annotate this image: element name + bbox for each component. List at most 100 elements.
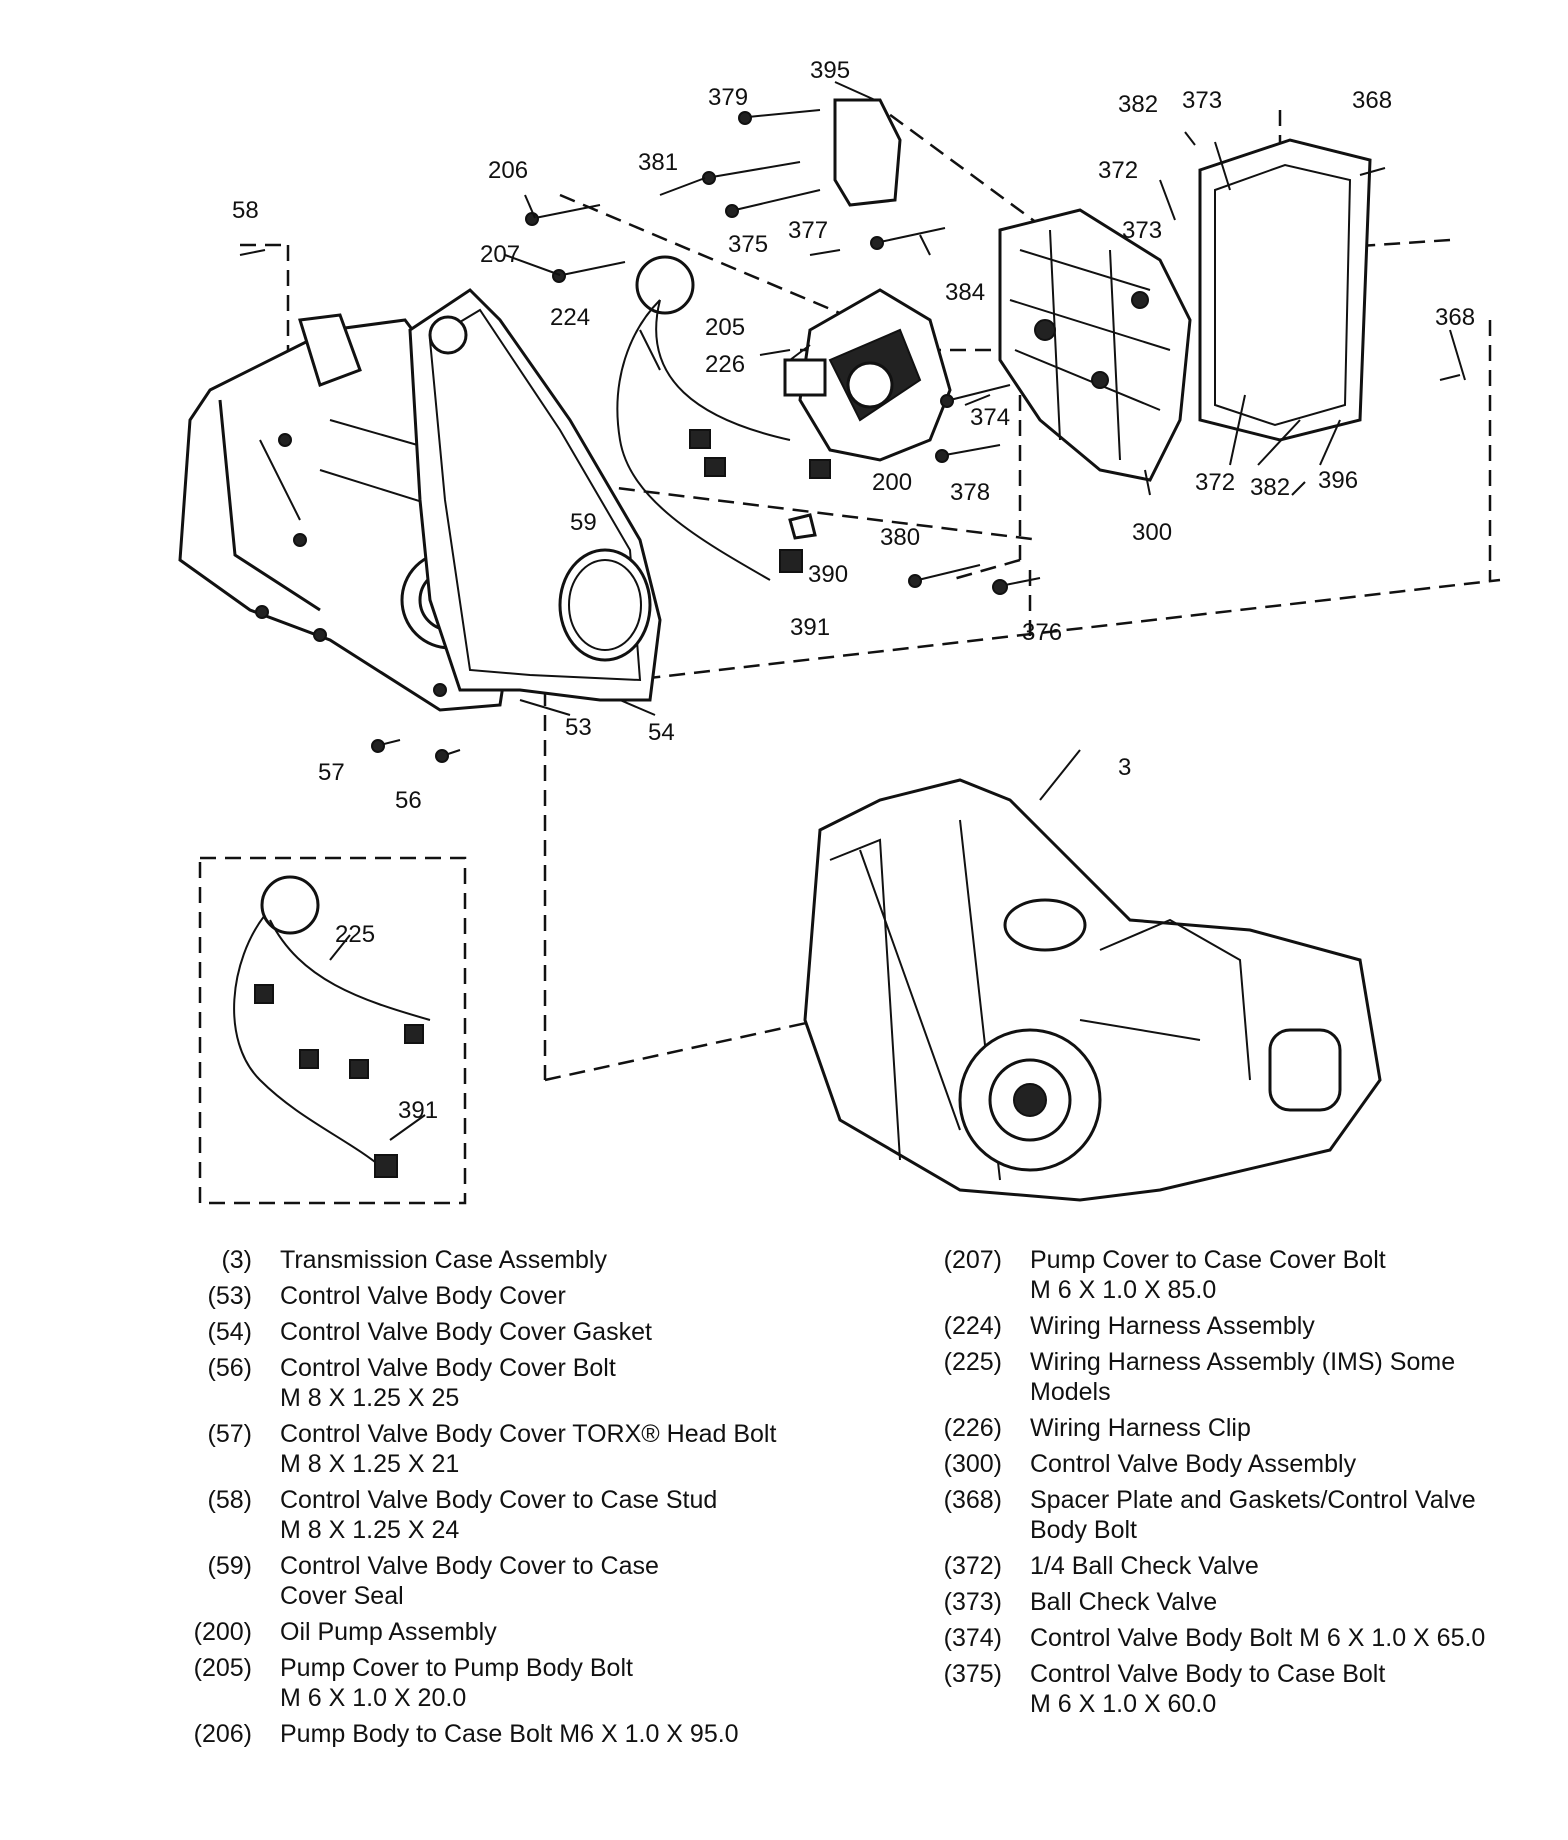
legend-item: (373)Ball Check Valve	[930, 1587, 1560, 1617]
legend-item-text: Control Valve Body Cover	[280, 1281, 880, 1311]
oil-pump-assembly	[783, 288, 952, 462]
callout-224: 224	[550, 304, 590, 331]
upper-plate	[833, 98, 902, 207]
legend-item-name: Pump Body to Case Bolt M6 X 1.0 X 95.0	[280, 1720, 739, 1748]
bolts	[239, 109, 1461, 763]
callout-54: 54	[648, 719, 675, 746]
legend-item: (372) 1/4 Ball Check Valve	[930, 1551, 1560, 1581]
legend-item-name: Control Valve Body Bolt M 6 X 1.0 X 65.0	[1030, 1624, 1486, 1652]
control-valve-body-assembly	[998, 208, 1192, 482]
legend-item-name: Wiring Harness Assembly	[1030, 1312, 1315, 1340]
callout-225: 225	[335, 921, 375, 948]
legend-item-number: (226)	[943, 1414, 1002, 1442]
legend-item-number: (57)	[207, 1420, 252, 1448]
legend-item-text: Control Valve Body Cover Gasket	[280, 1317, 880, 1347]
legend-item: (206)Pump Body to Case Bolt M6 X 1.0 X 9…	[180, 1719, 880, 1749]
callout-377: 377	[788, 217, 828, 244]
callout-205: 205	[705, 314, 745, 341]
legend-item: (300) Control Valve Body Assembly	[930, 1449, 1560, 1479]
exploded-view-diagram: 395 379 381 206 375 377 207 58 224 205 2…	[178, 57, 1501, 1205]
legend-item-text: Oil Pump Assembly	[280, 1617, 880, 1647]
legend-item-number: (205)	[193, 1654, 252, 1682]
legend-item-name: Control Valve Body Cover Bolt	[280, 1354, 616, 1382]
legend-item-number: (375)	[943, 1660, 1002, 1688]
callout-207: 207	[480, 241, 520, 268]
legend-item: (53) Control Valve Body Cover	[180, 1281, 880, 1311]
legend-item-spec: M 6 X 1.0 X 85.0	[1030, 1276, 1217, 1304]
legend-item-text: Pump Body to Case Bolt M6 X 1.0 X 95.0	[280, 1719, 880, 1749]
legend-item: (226) Wiring Harness Clip	[930, 1413, 1560, 1443]
callout-3: 3	[1118, 754, 1131, 781]
legend-item-number: (53)	[207, 1282, 252, 1310]
legend-item-number: (372)	[943, 1552, 1002, 1580]
legend-item-spec: M 8 X 1.25 X 24	[280, 1516, 460, 1544]
legend-item-number: (56)	[207, 1354, 252, 1382]
callout-390: 390	[808, 561, 848, 588]
callout-381: 381	[638, 149, 678, 176]
legend-item-number: (224)	[943, 1312, 1002, 1340]
callout-372-b: 372	[1195, 469, 1235, 496]
legend-item: (224) Wiring Harness Assembly	[930, 1311, 1560, 1341]
callout-382: 382	[1118, 91, 1158, 118]
legend-item-name: Oil Pump Assembly	[280, 1618, 497, 1646]
legend-item-text: Wiring Harness Assembly	[1030, 1311, 1560, 1341]
legend-item-text: Transmission Case Assembly	[280, 1245, 880, 1275]
leader-lines	[329, 81, 1466, 1141]
legend-item-spec: M 6 X 1.0 X 20.0	[280, 1684, 467, 1712]
legend-item: (54) Control Valve Body Cover Gasket	[180, 1317, 880, 1347]
legend-item-text: Wiring Harness Clip	[1030, 1413, 1560, 1443]
legend-item-spec: Body Bolt	[1030, 1516, 1138, 1544]
legend-item-spec: Models	[1030, 1378, 1111, 1406]
callout-391: 391	[790, 614, 830, 641]
legend-item-name: Ball Check Valve	[1030, 1588, 1218, 1616]
legend-item-name: Control Valve Body Cover Gasket	[280, 1318, 652, 1346]
legend-item-text: Ball Check Valve	[1030, 1587, 1560, 1617]
legend-item-name: Spacer Plate and Gaskets/Control Valve	[1030, 1486, 1476, 1514]
legend-item-name: Control Valve Body to Case Bolt	[1030, 1660, 1386, 1688]
legend-item-name: Pump Cover to Pump Body Bolt	[280, 1654, 633, 1682]
legend-item-number: (54)	[207, 1318, 252, 1346]
callout-376: 376	[1022, 619, 1062, 646]
callout-59: 59	[570, 509, 597, 536]
legend-item: (200)Oil Pump Assembly	[180, 1617, 880, 1647]
callout-300: 300	[1132, 519, 1172, 546]
legend-item-number: (207)	[943, 1246, 1002, 1274]
callout-395: 395	[810, 57, 850, 84]
transmission-case-assembly	[803, 778, 1382, 1202]
callout-373: 373	[1182, 87, 1222, 114]
legend-item-number: (368)	[943, 1486, 1002, 1514]
legend-item-name: Wiring Harness Clip	[1030, 1414, 1251, 1442]
legend-item-spec: M 6 X 1.0 X 60.0	[1030, 1690, 1217, 1718]
legend-item-name: Wiring Harness Assembly (IMS) Some	[1030, 1348, 1456, 1376]
callout-384: 384	[945, 279, 985, 306]
callout-226: 226	[705, 351, 745, 378]
callout-368-b: 368	[1435, 304, 1475, 331]
legend-item-number: (58)	[207, 1486, 252, 1514]
legend-item: (368) Spacer Plate and Gaskets/Control Va…	[930, 1485, 1560, 1545]
legend-item-name: Transmission Case Assembly	[280, 1246, 607, 1274]
legend-item-text: Control Valve Body Assembly	[1030, 1449, 1560, 1479]
legend-item-number: (300)	[943, 1450, 1002, 1478]
legend-item-spec: Cover Seal	[280, 1582, 404, 1610]
callout-375: 375	[728, 231, 768, 258]
legend-item-name: Control Valve Body Cover to Case	[280, 1552, 659, 1580]
legend-item-name: 1/4 Ball Check Valve	[1030, 1552, 1259, 1580]
legend-item: (57)Control Valve Body Cover TORX® Head …	[180, 1419, 880, 1479]
cover-seal	[558, 548, 652, 662]
callout-379: 379	[708, 84, 748, 111]
legend-item-text: Control Valve Body Bolt M 6 X 1.0 X 65.0	[1030, 1623, 1560, 1653]
callout-396: 396	[1318, 467, 1358, 494]
